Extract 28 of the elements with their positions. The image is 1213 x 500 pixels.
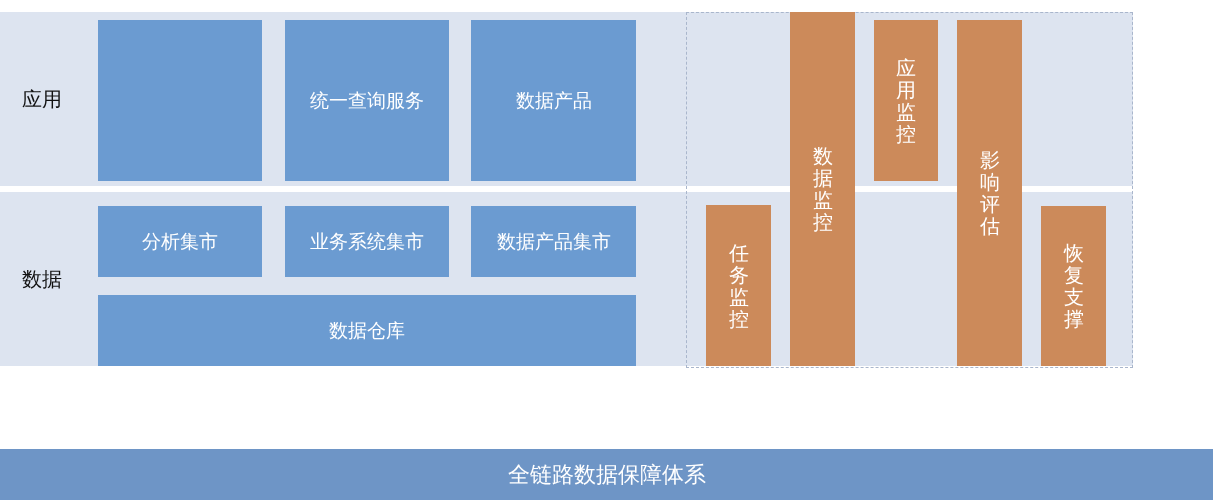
layer-label: 数据 — [22, 265, 62, 293]
monitor-label: 恢复支撑 — [1063, 242, 1084, 330]
monitor-bar — [706, 205, 771, 366]
monitor-label: 应用监控 — [896, 56, 916, 145]
dashed-frame — [686, 12, 1133, 368]
empty-box — [98, 20, 262, 181]
monitor-bar — [874, 20, 938, 181]
monitor-label: 任务监控 — [728, 241, 749, 330]
module-label: 数据产品集市 — [496, 228, 611, 254]
monitor-label: 数据监控 — [812, 145, 833, 233]
foundation-bar — [0, 449, 1213, 500]
monitor-bar — [1041, 206, 1106, 366]
module-box — [471, 206, 636, 277]
module-label: 统一查询服务 — [310, 87, 424, 113]
module-label: 数据产品 — [515, 87, 592, 113]
monitor-label: 影响评估 — [979, 149, 1000, 237]
module-box — [285, 20, 449, 181]
monitor-bar — [957, 20, 1022, 366]
module-box — [285, 206, 449, 277]
monitor-bar — [790, 12, 855, 366]
module-label: 分析集市 — [142, 228, 218, 254]
module-box — [98, 295, 636, 366]
foundation-label: 全链路数据保障体系 — [507, 460, 706, 489]
layer-label: 应用 — [22, 85, 62, 113]
module-label: 数据仓库 — [329, 317, 405, 343]
module-box — [98, 206, 262, 277]
module-label: 业务系统集市 — [310, 228, 424, 254]
module-box — [471, 20, 636, 181]
